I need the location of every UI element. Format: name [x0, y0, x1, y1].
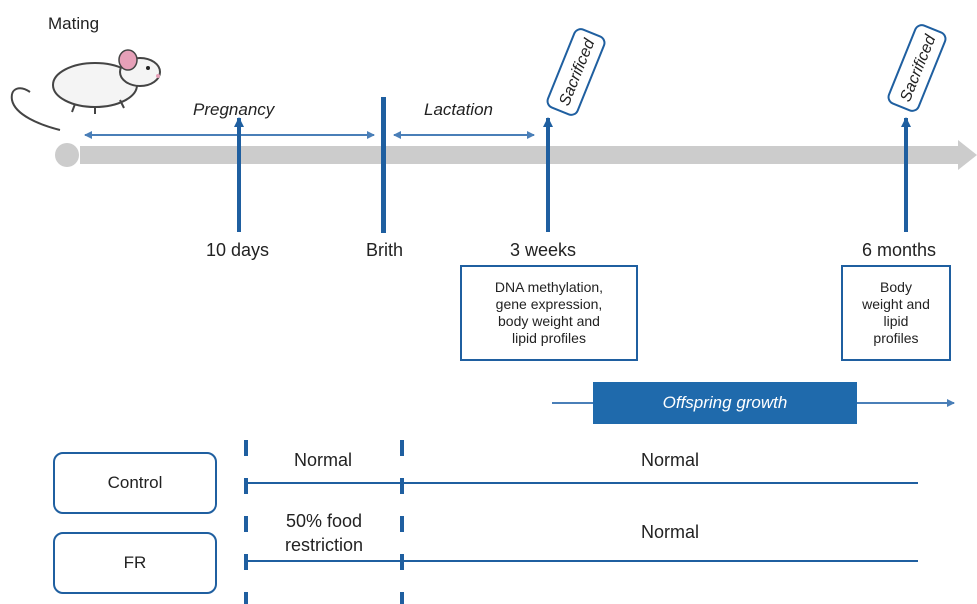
birth-label: Brith — [366, 240, 404, 260]
pregnancy-label: Pregnancy — [193, 100, 275, 119]
measure-6m-line: profiles — [873, 330, 919, 346]
measurements-6m-box: Body weight and lipid profiles — [841, 265, 951, 361]
measure-3w-line: gene expression, — [495, 296, 603, 312]
fr-postnatal-diet: Normal — [640, 522, 699, 542]
measurements-3w-box: DNA methylation, gene expression, body w… — [460, 265, 638, 361]
group-control-box: Control — [53, 452, 217, 514]
measure-3w-line: body weight and — [498, 313, 600, 329]
measure-6m-line: weight and — [862, 296, 930, 312]
three-weeks-label: 3 weeks — [510, 240, 577, 260]
fr-pregnancy-diet-line: 50% food — [285, 511, 363, 531]
fr-pregnancy-diet: 50% food restriction — [256, 509, 392, 557]
group-control-label: Control — [107, 473, 163, 492]
measure-6m-line: lipid — [883, 313, 909, 329]
control-pregnancy-diet: Normal — [293, 450, 352, 470]
timeline-bar — [80, 146, 960, 164]
mating-label: Mating — [48, 14, 100, 33]
measure-3w-line: lipid profiles — [512, 330, 586, 346]
measure-3w-line: DNA methylation, — [494, 279, 604, 295]
birth-marker — [381, 97, 386, 233]
fr-pregnancy-diet-line: restriction — [284, 535, 364, 555]
lactation-label: Lactation — [424, 100, 493, 119]
mouse-icon — [10, 49, 161, 131]
sacrificed-tag-6m: Sacrificed — [887, 24, 947, 112]
measure-6m-line: Body — [880, 279, 912, 295]
six-months-label: 6 months — [862, 240, 937, 260]
timeline-arrowhead — [958, 140, 977, 170]
sacrificed-tag-3w: Sacrificed — [546, 28, 606, 116]
offspring-growth-label: Offspring growth — [662, 393, 788, 412]
timeline-start-dot — [55, 143, 79, 167]
group-fr-box: FR — [53, 532, 217, 594]
control-postnatal-diet: Normal — [640, 450, 699, 470]
ten-days-label: 10 days — [206, 240, 270, 260]
offspring-growth-bar: Offspring growth — [593, 382, 857, 424]
group-fr-label: FR — [123, 553, 147, 572]
